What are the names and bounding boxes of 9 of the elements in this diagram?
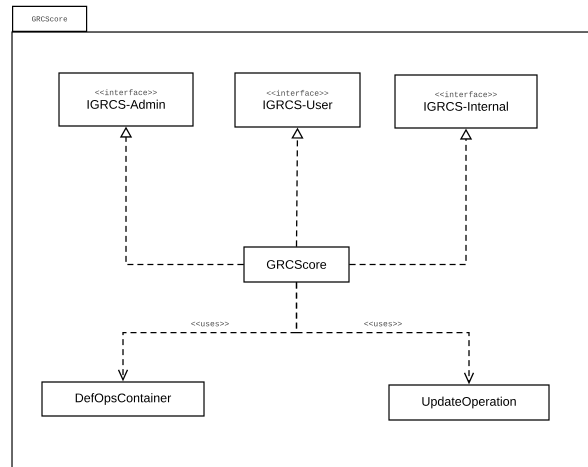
interface-box: <<interface>> IGRCS-User <box>234 72 361 128</box>
dependency-arrow <box>296 282 474 384</box>
class-box: UpdateOperation <box>388 384 550 421</box>
class-box: DefOpsContainer <box>41 381 205 417</box>
class-box: GRCScore <box>243 246 350 283</box>
edge-label: <<uses>> <box>191 322 229 326</box>
interface-box: <<interface>> IGRCS-Internal <box>394 74 538 129</box>
interface-box: <<interface>> IGRCS-Admin <box>58 72 194 127</box>
edge-label: <<uses>> <box>364 322 402 326</box>
